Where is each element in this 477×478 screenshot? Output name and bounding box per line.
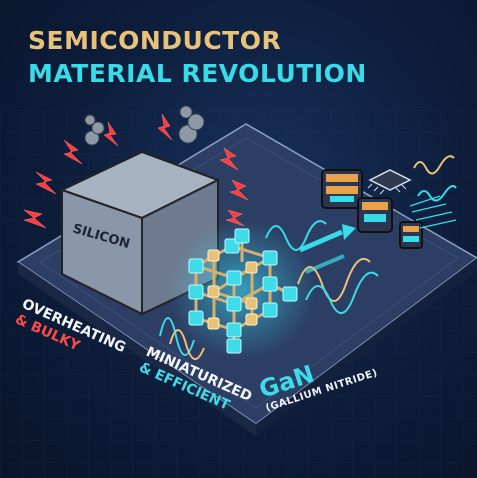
title-line-2: MATERIAL REVOLUTION [28, 59, 367, 88]
inductor-icon [399, 221, 423, 249]
lightning-icon [35, 171, 57, 195]
silicon-cube: SILICON [59, 150, 221, 316]
sine-wave-icon [305, 271, 379, 314]
inductor-icon [357, 197, 393, 233]
page-title: SEMICONDUCTOR MATERIAL REVOLUTION [28, 24, 367, 90]
sine-wave-icon [413, 155, 455, 175]
arrow-icon [299, 229, 343, 253]
smoke-icon [84, 114, 105, 146]
lightning-icon [157, 113, 173, 141]
gan-crystal-lattice [168, 220, 316, 360]
lightning-icon [63, 139, 83, 165]
smoke-icons [84, 105, 205, 146]
components [321, 169, 457, 249]
title-line-1: SEMICONDUCTOR [28, 26, 282, 55]
inductor-icon [321, 169, 363, 209]
circuit-traces [409, 195, 457, 229]
lightning-icon [219, 147, 239, 171]
smoke-icon [178, 105, 205, 144]
lightning-icon [23, 209, 47, 229]
sine-wave-icon [169, 329, 205, 360]
lightning-icon [103, 121, 119, 147]
lightning-icons [23, 113, 249, 229]
chip-icon [367, 169, 412, 195]
lightning-icon [229, 179, 249, 201]
sine-wave-icon [417, 185, 457, 202]
